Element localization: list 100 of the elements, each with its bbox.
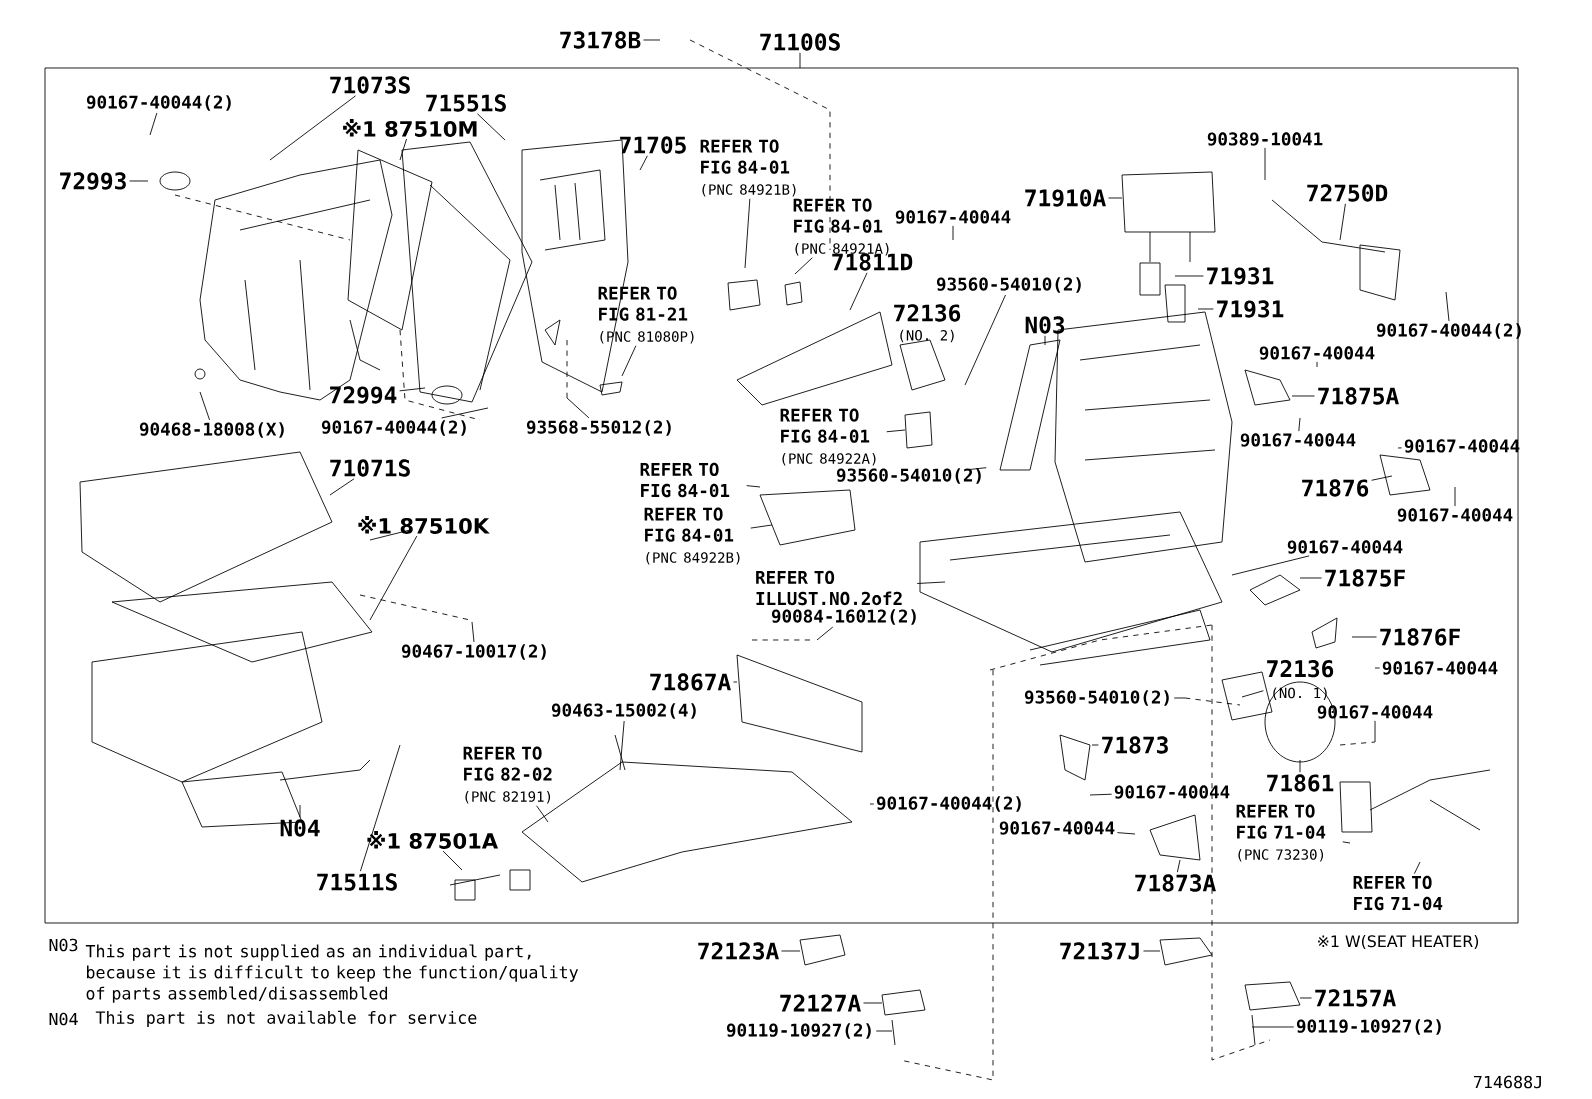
footnote: ※1 W(SEAT HEATER) (1318, 934, 1479, 950)
part-number: 71071S (330, 459, 410, 477)
part-number: 90119-10927(2) (1296, 1019, 1441, 1035)
leader-line (1298, 417, 1301, 432)
reference-note: REFER TO FIG 71-04 (PNC 73230) (1236, 804, 1326, 862)
part-number: 90167-40044 (1114, 785, 1230, 799)
reference-note: REFER TO FIG 84-01 (PNC 84922B) (644, 507, 740, 565)
part-number: 71873 (1102, 736, 1168, 754)
figure-number: 714688J (1473, 1075, 1541, 1089)
part-number: 90167-40044 (1287, 540, 1403, 554)
part-number: 90167-40044 (1240, 433, 1356, 447)
leader-line (1374, 720, 1376, 743)
part-number: 71875A (1318, 387, 1399, 405)
note-text: This part is not available for service (95, 1010, 477, 1028)
leader-line (1454, 486, 1456, 507)
leader-line (199, 391, 210, 421)
leader-line (1143, 950, 1161, 952)
part-number: 90167-40044 (1397, 508, 1513, 522)
part-number: 93568-55012(2) (526, 420, 671, 436)
leader-line (849, 272, 868, 311)
part-number: 93560-54010(2) (936, 277, 1081, 293)
part-number: 72750D (1307, 184, 1388, 202)
leader-line (1044, 335, 1046, 346)
part-number: ※1 87510M (343, 119, 477, 137)
part-number: 71876F (1380, 628, 1460, 646)
leader-line (964, 467, 987, 471)
part-number: 93560-54010(2) (1024, 690, 1169, 706)
leader-line (1299, 577, 1322, 579)
part-number: 90167-40044 (999, 821, 1115, 835)
part-number: 72993 (60, 172, 126, 190)
leader-line (875, 1030, 893, 1032)
part-number: 71551S (426, 94, 506, 112)
leader-line (863, 1002, 883, 1004)
leader-line (799, 52, 801, 69)
leader-line (733, 681, 738, 683)
leader-line (566, 397, 590, 419)
part-number: 71867A (650, 673, 731, 691)
leader-line (399, 387, 426, 392)
note-marker: N04 (49, 1012, 78, 1026)
part-number: 71861 (1267, 774, 1334, 792)
part-number: 72123A (698, 942, 779, 960)
reference-note: REFER TO FIG 81-21 (PNC 81080P) (598, 286, 694, 344)
part-number: N03 (1025, 316, 1065, 334)
leader-line (1091, 744, 1099, 746)
leader-line (1445, 291, 1450, 322)
leader-line (916, 581, 946, 584)
part-number: 71910A (1025, 189, 1106, 207)
leader-line (1197, 308, 1214, 310)
part-number: 93560-54010(2) (836, 468, 981, 484)
leader-line (1339, 203, 1346, 241)
leader-line (442, 850, 463, 871)
leader-line (750, 524, 773, 529)
part-number: 72157A (1315, 989, 1396, 1007)
leader-line (1241, 690, 1264, 698)
part-number: 90167-40044 (895, 210, 1011, 224)
part-number: 90467-10017(2) (401, 644, 546, 660)
leader-line (329, 478, 355, 496)
part-number: 71511S (317, 873, 397, 891)
leader-line (886, 429, 906, 433)
leader-line (129, 180, 149, 182)
leader-line (359, 744, 401, 872)
leader-line (1351, 636, 1377, 638)
leader-line (1176, 859, 1181, 873)
part-number: 90167-40044 (1317, 705, 1433, 719)
part-number: 71876 (1302, 479, 1369, 497)
part-number: 90119-10927(2) (726, 1023, 871, 1039)
part-number: 72137J (1060, 942, 1139, 960)
leader-line (1251, 1026, 1295, 1028)
part-number: 90167-40044(2) (86, 95, 231, 111)
reference-note: REFER TO FIG 82-02 (PNC 82191) (463, 746, 552, 804)
callout-number: 72136 (894, 304, 961, 322)
leader-line (1371, 475, 1393, 481)
part-number: 90167-40044 (1259, 346, 1375, 360)
part-number: 90468-18008(X) (139, 422, 284, 438)
note-text: This part is not supplied as an individual part, because it is difficult to keep the function/quality of parts assembled/disassembled (85, 944, 579, 1003)
leader-line (1374, 667, 1381, 669)
leader-line (1173, 697, 1186, 699)
part-number: 90389-10041 (1207, 132, 1323, 146)
leader-line (471, 621, 475, 643)
reference-note: REFER TO FIG 84-01 (640, 462, 730, 498)
leader-line (1342, 841, 1351, 844)
part-number: 71931 (1217, 300, 1284, 318)
part-number: 90167-40044 (1404, 439, 1520, 453)
part-number: 90167-40044 (1382, 661, 1498, 675)
part-number: 90167-40044(2) (876, 796, 1021, 812)
leader-line (952, 225, 954, 241)
leader-line (299, 804, 301, 818)
leader-line (477, 113, 506, 141)
leader-line (1231, 555, 1310, 576)
part-number: 90084-16012(2) (771, 609, 916, 625)
part-number: ※1 87510K (358, 516, 490, 534)
leader-line (1174, 275, 1204, 277)
part-number: 72994 (330, 386, 397, 404)
leader-line (1116, 832, 1136, 835)
note-marker: N03 (49, 938, 78, 952)
leader-line (964, 294, 1006, 386)
leader-line (621, 345, 637, 377)
part-number: 71705 (620, 136, 686, 154)
leader-line (1264, 147, 1266, 181)
part-number: 73178B (560, 31, 641, 49)
